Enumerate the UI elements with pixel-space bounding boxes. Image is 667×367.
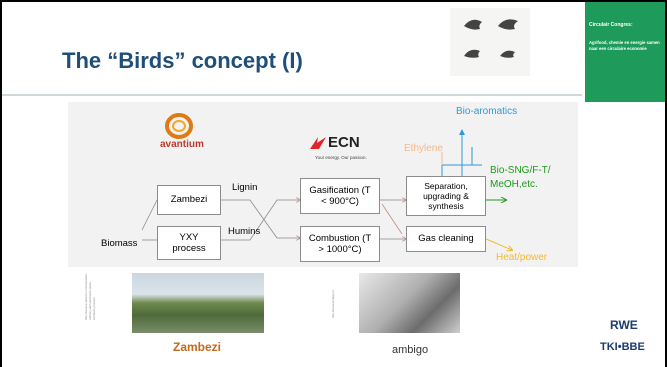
yxy-process-node: YXY process <box>157 226 221 260</box>
bio-sng-output: Bio-SNG/F-T/ MeOH,etc. <box>490 165 551 190</box>
flame-icon <box>310 137 326 149</box>
biomass-label: Biomass <box>101 238 138 249</box>
gas-cleaning-node: Gas cleaning <box>406 226 486 252</box>
lignin-label: Lignin <box>232 182 258 193</box>
ambigo-plant-photo <box>359 273 460 333</box>
zambezi-node: Zambezi <box>157 185 221 215</box>
finch-beaks-illustration <box>450 8 530 76</box>
source-note-left: http://www.avantium.com/news/bio-refiner… <box>84 272 96 320</box>
gasification-node: Gasification (T < 900°C) <box>300 178 380 214</box>
humins-label: Humins <box>228 226 261 237</box>
tki-bbe-logo: TKI•BBE <box>600 341 645 353</box>
title-divider <box>2 94 582 96</box>
ecn-logo: ECN <box>328 134 360 151</box>
slide-title: The “Birds” concept (I) <box>62 48 303 73</box>
bio-aromatics-output: Bio-aromatics <box>456 106 518 117</box>
avantium-logo: avantium <box>160 139 204 150</box>
sun-ring-icon <box>165 113 193 139</box>
source-note-mid: http://www.ambigo.nl <box>331 290 335 318</box>
congress-title: Circulair Congres: <box>589 22 633 28</box>
rwe-logo: RWE <box>610 318 638 332</box>
zambezi-logo: Zambezi <box>173 340 222 354</box>
heat-power-output: Heat/power <box>496 252 548 263</box>
ambigo-logo: ambigo <box>392 344 429 356</box>
separation-node: Separation, upgrading & synthesis <box>406 176 486 216</box>
ecn-tagline: Your energy. Our passion. <box>315 155 367 160</box>
congress-subtitle: Agrifood, chemie en energie samen naar e… <box>589 40 660 51</box>
combustion-node: Combustion (T > 1000°C) <box>300 226 380 262</box>
ethylene-output: Ethylene <box>404 143 443 154</box>
congress-sidebar: Circulair Congres: Agrifood, chemie en e… <box>585 2 665 102</box>
zambezi-plant-photo <box>132 273 264 333</box>
